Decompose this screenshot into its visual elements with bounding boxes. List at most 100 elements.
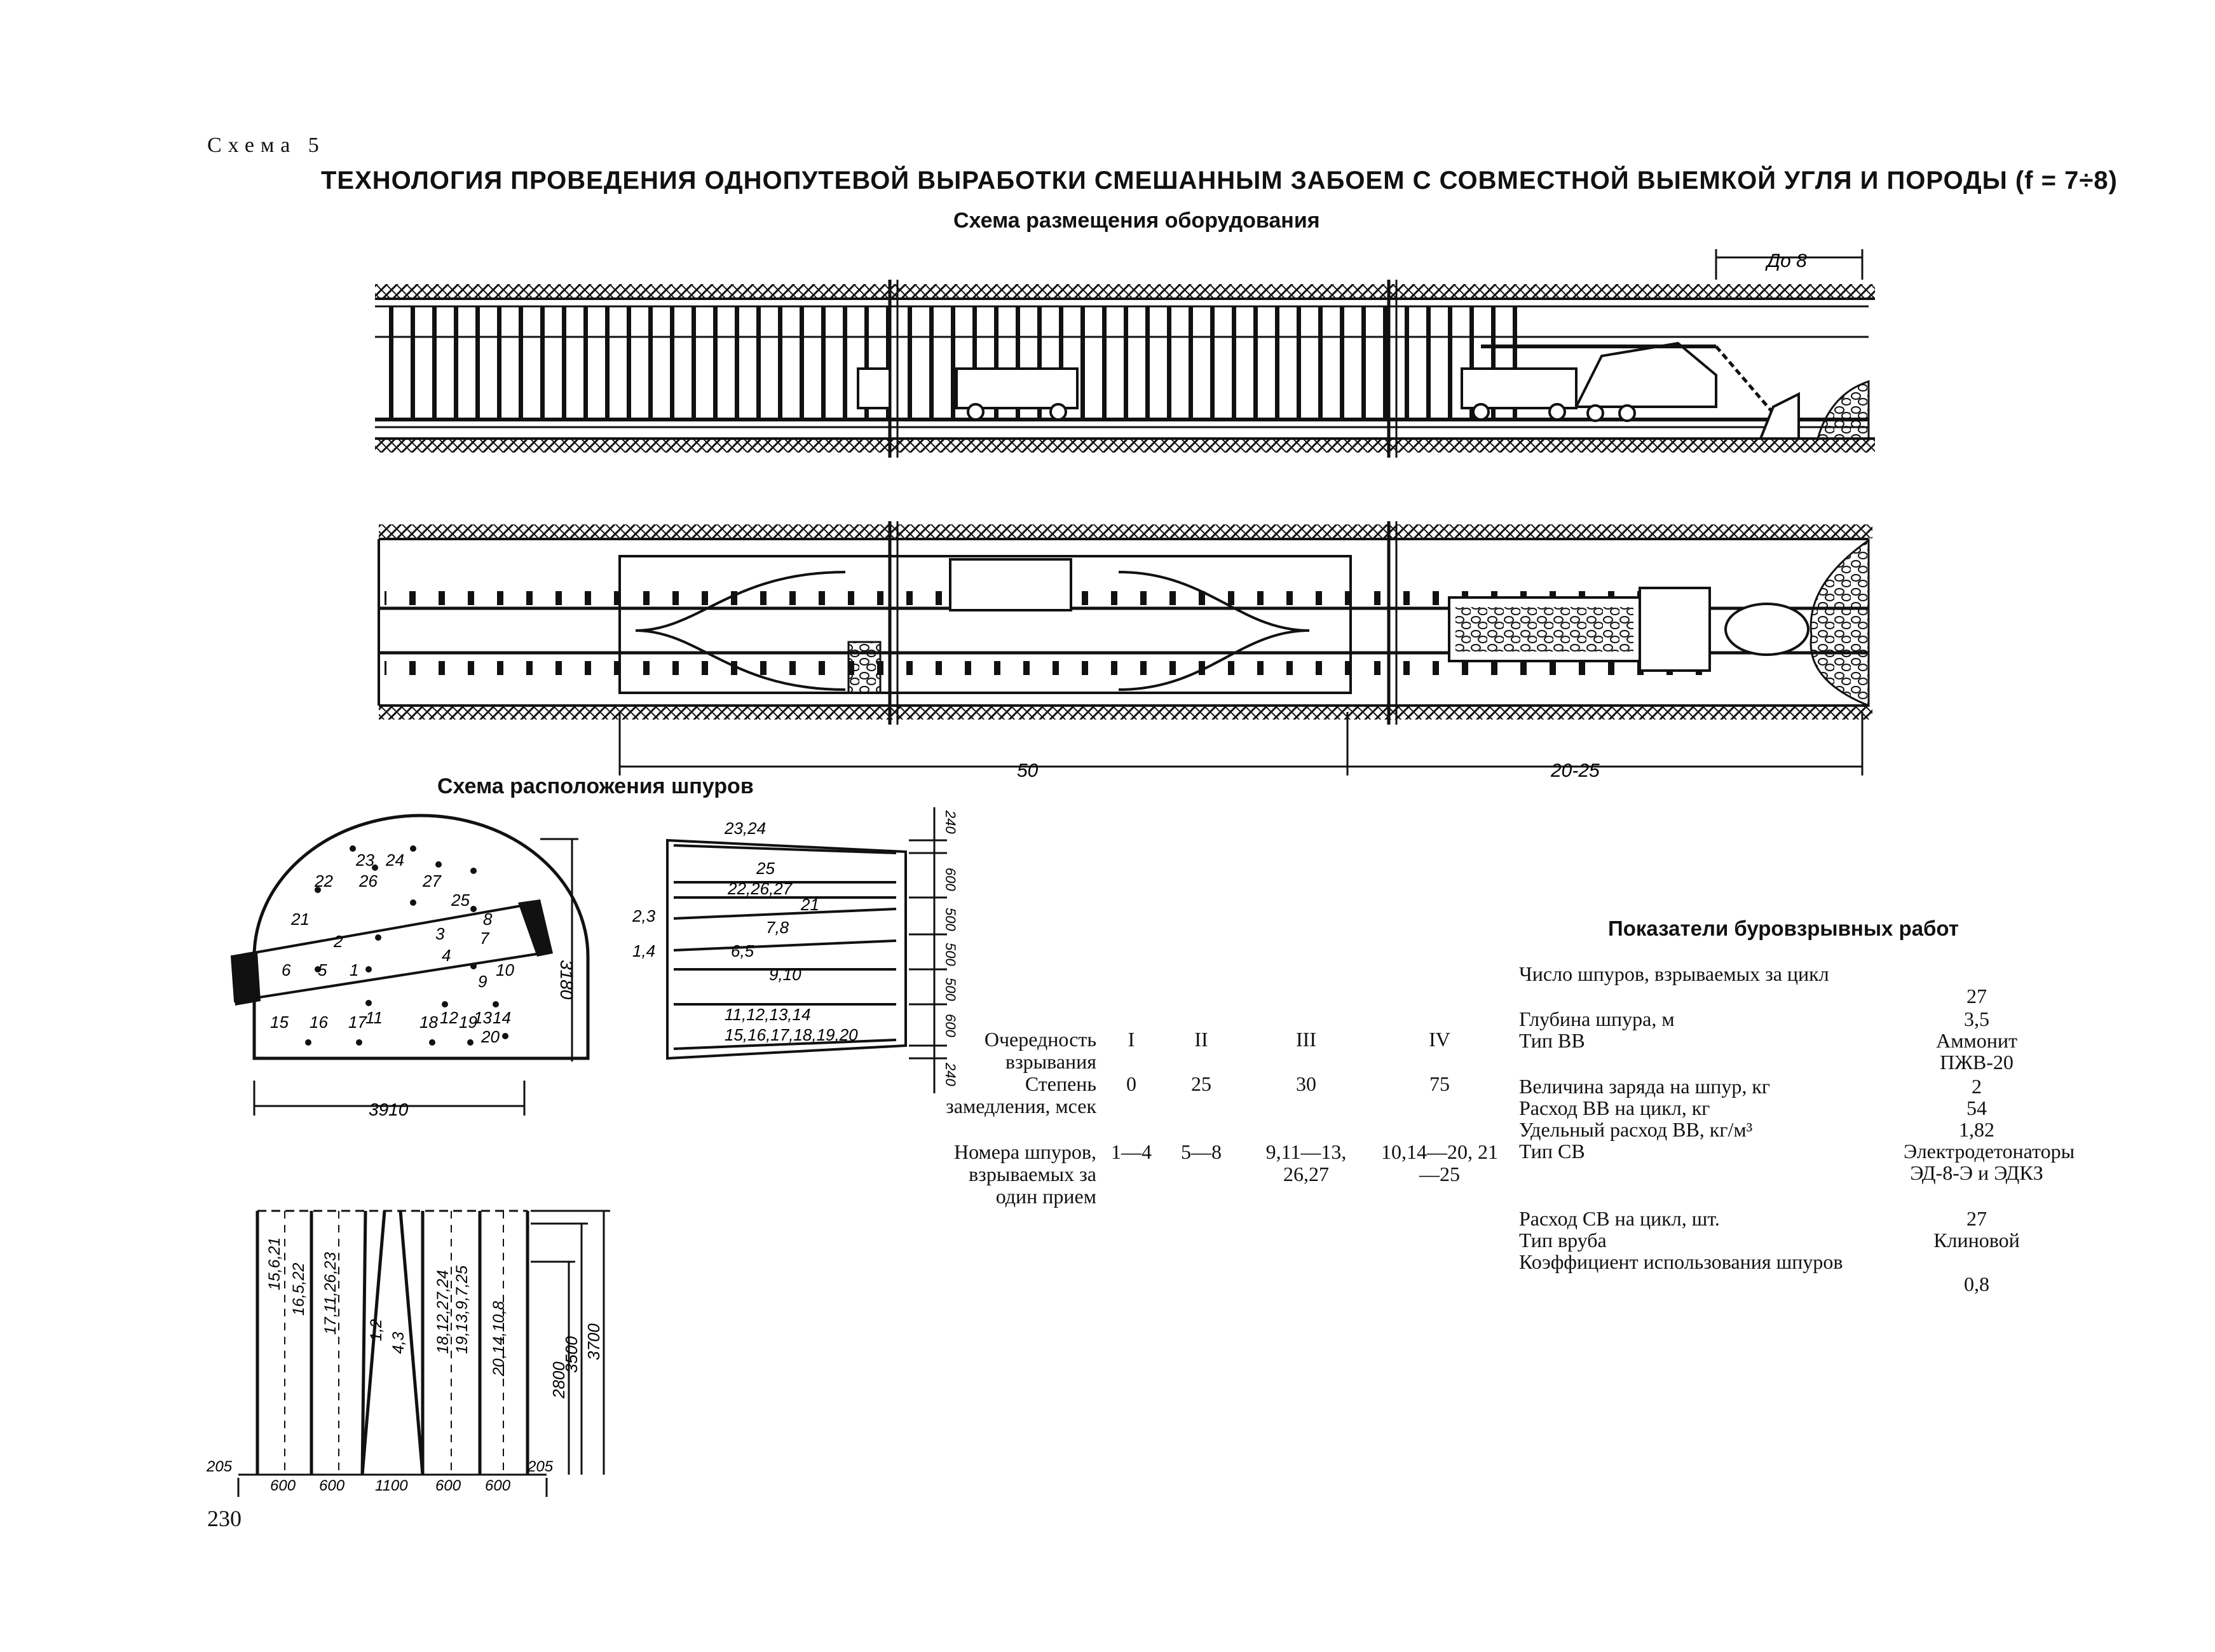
indicator-value: 27 <box>1966 985 1987 1007</box>
indicator-label: Тип СВ <box>1519 1140 1585 1163</box>
dim-3910: 3910 <box>369 1100 409 1119</box>
mine-car-partial <box>857 367 891 409</box>
hole-number: 5 <box>318 960 327 980</box>
hole-number: 2 <box>333 932 343 951</box>
hole-number: 26 <box>358 871 378 891</box>
hole-number: 23 <box>355 850 374 870</box>
seq-delay: 0 <box>1126 1072 1136 1095</box>
bottom-dim: 600 <box>485 1477 511 1494</box>
bottom-dim: 600 <box>435 1477 461 1494</box>
side-dim: 500 <box>943 943 958 966</box>
side-hole-label: 2,3 <box>632 906 656 925</box>
seq-col-II: II <box>1194 1028 1208 1051</box>
page-title: ТЕХНОЛОГИЯ ПРОВЕДЕНИЯ ОДНОПУТЕВОЙ ВЫРАБО… <box>321 167 2118 195</box>
seq-row-label-holes: Номера шпуров, взрываемых за один прием <box>953 1140 1096 1208</box>
indicator-value: Аммонит ПЖВ-20 <box>1936 1029 2017 1074</box>
indicator-value: 2 <box>1972 1075 1982 1098</box>
hole-number: 3 <box>435 924 445 943</box>
hole-number: 1 <box>350 960 358 980</box>
face-front-view: 3910 3180 23 24 22 26 27 25 21 8 2 3 7 6… <box>230 814 590 1119</box>
plan-view: 50 20-25 <box>378 521 1872 781</box>
indicators-title: Показатели буровзрывных работ <box>1608 917 1959 940</box>
hole-number: 10 <box>496 960 514 980</box>
seq-holes: 9,11—13, 26,27 <box>1265 1140 1347 1185</box>
dim-3180: 3180 <box>557 960 576 1000</box>
schema-label: Схема 5 <box>207 133 325 157</box>
page-number: 230 <box>207 1506 242 1531</box>
hole-number: 16 <box>310 1013 328 1032</box>
plan-hole-label: 18,12,27,24 <box>434 1270 452 1354</box>
side-dim: 240 <box>943 810 958 834</box>
hole-number: 22 <box>314 871 333 891</box>
indicator-label: Коэффициент использования шпуров <box>1519 1250 1843 1273</box>
seq-delay: 25 <box>1191 1072 1211 1095</box>
dim-do8: До 8 <box>1765 250 1807 271</box>
elevation-view: До 8 <box>375 249 1875 458</box>
plan-hole-label: 20,14,10,8 <box>490 1301 508 1377</box>
indicator-label: Величина заряда на шпур, кг <box>1519 1075 1770 1098</box>
hole-number: 14 <box>493 1008 511 1027</box>
indicator-value: Клиновой <box>1933 1229 2020 1252</box>
plan-hole-label: 1,2 <box>367 1319 385 1341</box>
mine-car <box>1461 367 1578 421</box>
hole-number: 21 <box>290 910 310 929</box>
seq-delay: 75 <box>1429 1072 1450 1095</box>
hole-number: 13 <box>474 1008 492 1027</box>
hole-number: 8 <box>483 910 493 929</box>
side-hole-label: 21 <box>800 895 819 914</box>
side-hole-label: 25 <box>756 859 775 878</box>
dim-20-25: 20-25 <box>1550 760 1600 781</box>
hole-number: 15 <box>270 1013 289 1032</box>
seq-holes: 5—8 <box>1181 1140 1222 1163</box>
bottom-dim: 205 <box>527 1458 554 1475</box>
dim-50: 50 <box>1017 760 1039 781</box>
seq-holes: 1—4 <box>1111 1140 1152 1163</box>
side-hole-label: 6,5 <box>731 941 754 960</box>
plan-hole-label: 15,6,21 <box>266 1238 283 1290</box>
side-dim: 600 <box>943 868 958 891</box>
bottom-dim: 600 <box>319 1477 345 1494</box>
side-hole-label: 1,4 <box>632 941 655 960</box>
seq-col-IV: IV <box>1429 1028 1450 1051</box>
side-dim: 500 <box>943 908 958 931</box>
indicator-value: 27 <box>1966 1207 1987 1230</box>
seq-col-I: I <box>1128 1028 1135 1051</box>
seq-row-label-delay: Степень замедления, мсек <box>946 1072 1096 1117</box>
seq-col-III: III <box>1296 1028 1316 1051</box>
hole-marks <box>305 845 508 1046</box>
plan-hole-label: 16,5,22 <box>290 1262 308 1316</box>
side-dim: 600 <box>943 1014 958 1037</box>
loading-machine <box>1481 341 1800 440</box>
indicator-value: 0,8 <box>1964 1273 1989 1295</box>
hole-number: 24 <box>385 850 404 870</box>
seq-holes: 10,14—20, 21—25 <box>1381 1140 1498 1185</box>
depth-dim: 3700 <box>584 1323 603 1360</box>
hole-number: 20 <box>480 1027 500 1046</box>
depth-dim: 3500 <box>562 1336 581 1373</box>
side-dim: 240 <box>943 1062 958 1086</box>
indicator-label: Удельный расход ВВ, кг/м³ <box>1519 1118 1753 1141</box>
hole-number: 27 <box>422 871 442 891</box>
equipment-layout-drawing: До 8 <box>375 249 1875 781</box>
hole-number: 17 <box>348 1013 367 1032</box>
side-hole-label: 23,24 <box>724 819 766 838</box>
hole-number: 4 <box>442 946 451 965</box>
indicator-label: Расход СВ на цикл, шт. <box>1519 1207 1720 1230</box>
hole-number: 19 <box>459 1013 477 1032</box>
hole-number: 25 <box>451 891 470 910</box>
hole-plan-view: 15,6,21 16,5,22 17,11,26,23 1,2 4,3 18,1… <box>206 1210 610 1497</box>
bottom-dim: 1100 <box>375 1477 408 1494</box>
depth-dim: 2800 <box>549 1362 568 1399</box>
plan-hole-label: 19,13,9,7,25 <box>453 1266 471 1354</box>
side-hole-label: 9,10 <box>769 965 801 984</box>
hole-number: 18 <box>419 1013 438 1032</box>
side-hole-label: 15,16,17,18,19,20 <box>725 1025 858 1044</box>
face-side-view: 23,24 25 22,26,27 21 2,3 7,8 1,4 6,5 9,1… <box>632 807 958 1093</box>
indicator-value: 3,5 <box>1964 1007 1989 1030</box>
hole-number: 11 <box>365 1008 383 1027</box>
mine-car <box>955 367 1079 421</box>
bottom-dim: 600 <box>270 1477 296 1494</box>
hole-number: 6 <box>282 960 291 980</box>
side-dim: 500 <box>943 978 958 1001</box>
